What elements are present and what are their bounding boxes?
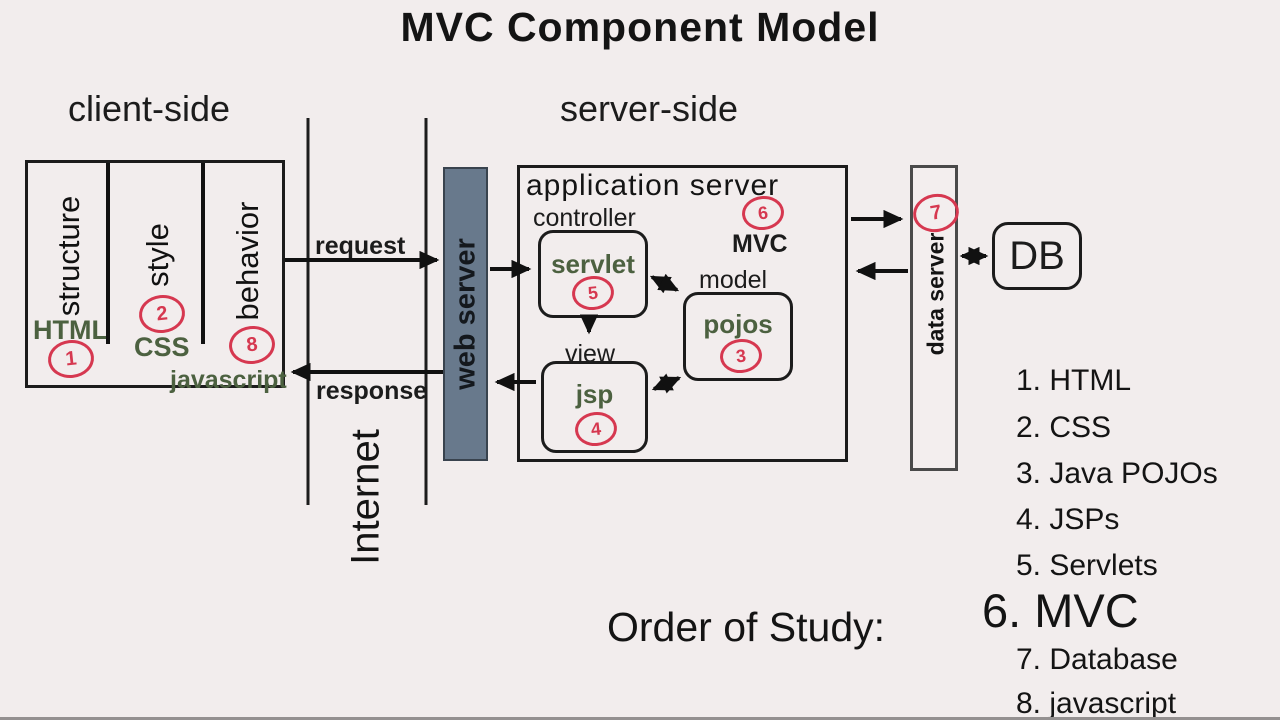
db-box: DB bbox=[992, 222, 1082, 290]
style-column-label: style bbox=[140, 223, 175, 287]
data-server-badge: 7 bbox=[910, 190, 962, 236]
study-item-jsps: 4. JSPs bbox=[1016, 503, 1120, 536]
server-side-label: server-side bbox=[560, 88, 739, 129]
study-item-mvc: 6. MVC bbox=[982, 584, 1139, 637]
web-server-label: web server bbox=[449, 238, 481, 390]
mvc-label: MVC bbox=[732, 230, 788, 258]
study-item-servlets: 5. Servlets bbox=[1016, 549, 1158, 582]
servlet-box: servlet 5 bbox=[538, 230, 648, 318]
study-item-css: 2. CSS bbox=[1016, 411, 1112, 444]
bottom-edge-line bbox=[0, 717, 1280, 720]
study-item-html: 1. HTML bbox=[1016, 364, 1132, 397]
javascript-badge: 8 bbox=[227, 323, 277, 367]
behavior-column-label: behavior bbox=[230, 201, 265, 321]
response-label: response bbox=[316, 377, 428, 405]
data-server-label: data server bbox=[922, 232, 949, 356]
javascript-label: javascript bbox=[170, 366, 287, 394]
application-server-box: application server controller servlet 5 … bbox=[517, 165, 848, 462]
page-title: MVC Component Model bbox=[400, 4, 880, 50]
application-server-title: application server bbox=[526, 169, 780, 202]
data-server-bar: 7 data server bbox=[910, 165, 962, 471]
study-item-database: 7. Database bbox=[1016, 643, 1178, 676]
servlet-label: servlet bbox=[551, 249, 635, 279]
internet-label: Internet bbox=[343, 429, 388, 565]
structure-column-label: structure bbox=[51, 195, 86, 317]
css-badge: 2 bbox=[137, 292, 187, 336]
client-box: structure style behavior HTML 1 2 CSS 8 … bbox=[25, 160, 287, 394]
web-server-bar: web server bbox=[443, 167, 488, 461]
pojos-label: pojos bbox=[703, 309, 773, 339]
pojos-badge: 3 bbox=[718, 336, 764, 376]
order-of-study-heading: Order of Study: bbox=[607, 604, 886, 650]
jsp-box: jsp 4 bbox=[541, 361, 648, 453]
jsp-badge: 4 bbox=[573, 409, 619, 449]
pojos-box: pojos 3 bbox=[683, 292, 793, 381]
html-label: HTML bbox=[33, 315, 108, 345]
study-item-javascript: 8. javascript bbox=[1016, 687, 1177, 720]
client-side-label: client-side bbox=[68, 88, 231, 129]
study-item-java-pojos: 3. Java POJOs bbox=[1016, 457, 1218, 490]
model-label: model bbox=[699, 266, 768, 294]
controller-label: controller bbox=[533, 204, 636, 232]
jsp-label: jsp bbox=[575, 379, 614, 409]
request-label: request bbox=[315, 232, 406, 260]
css-label: CSS bbox=[134, 332, 190, 362]
db-label: DB bbox=[1009, 233, 1065, 278]
